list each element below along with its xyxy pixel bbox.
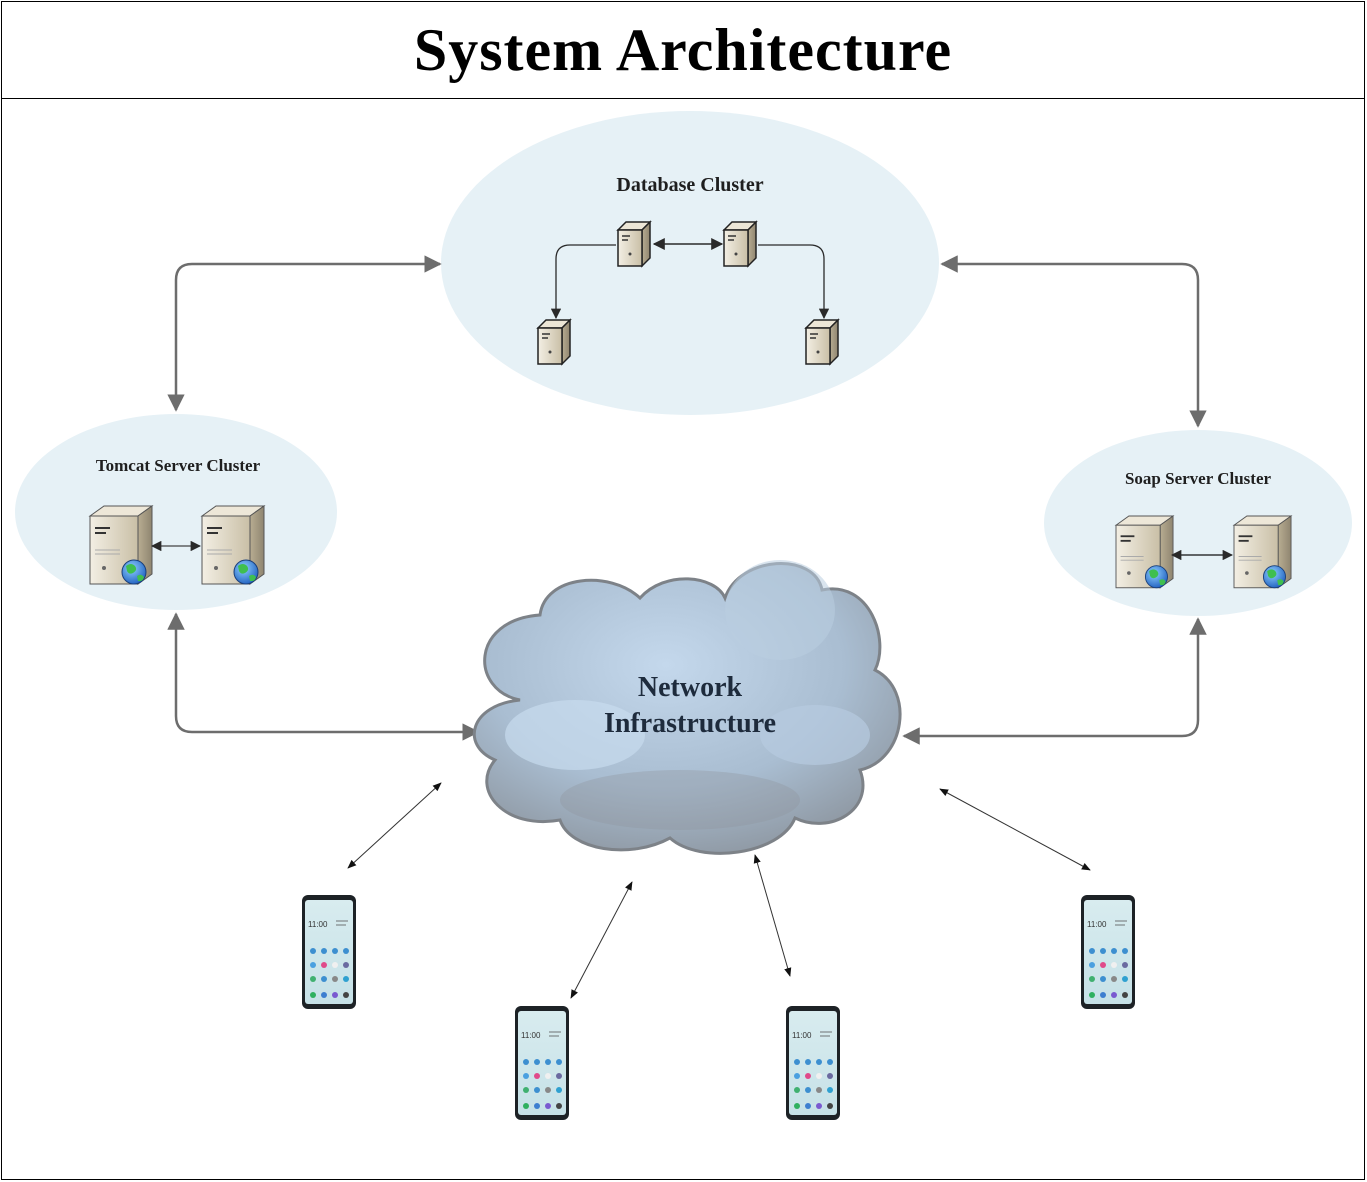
phone-network-link [753,854,792,977]
svg-text:11:00: 11:00 [1087,920,1107,929]
mobile-phone-icon: 11:00 [514,1005,570,1121]
tomcat-cluster-ellipse [15,414,337,610]
mobile-phone-icon: 11:00 [1080,894,1136,1010]
network-label-line1: Network [638,672,743,703]
soap-cluster-label: Soap Server Cluster [1125,469,1272,488]
database-replication-link [758,244,830,320]
tomcat-cluster-label: Tomcat Server Cluster [96,456,261,475]
phone-network-link [347,782,442,869]
soap-server-icon [1233,515,1292,589]
tomcat-database-connector [167,255,442,412]
database-cluster-label: Database Cluster [616,174,763,196]
soap-server-icon [1115,515,1174,589]
svg-text:11:00: 11:00 [521,1031,541,1040]
database-server-icon [617,221,651,267]
tomcat-network-connector [167,612,480,741]
database-replication-link [550,244,616,320]
soap-network-connector [902,617,1207,745]
mobile-phone-icon: 11:00 [785,1005,841,1121]
network-label-line2: Infrastructure [604,708,776,739]
svg-text:11:00: 11:00 [792,1031,812,1040]
database-server-icon [805,319,839,365]
mobile-phone-icon: 11:00 [301,894,357,1010]
soap-database-connector [940,255,1207,428]
database-cluster-ellipse [441,111,939,415]
database-server-icon [723,221,757,267]
network-cloud-icon [472,560,902,855]
phone-network-link [939,788,1091,871]
tomcat-server-icon [201,505,265,585]
database-server-icon [537,319,571,365]
soap-cluster-ellipse [1044,430,1352,616]
phone-network-link [570,881,633,999]
diagram-title: System Architecture [413,16,953,83]
svg-text:11:00: 11:00 [308,920,328,929]
tomcat-server-icon [89,505,153,585]
title-bar: System Architecture [2,2,1364,99]
